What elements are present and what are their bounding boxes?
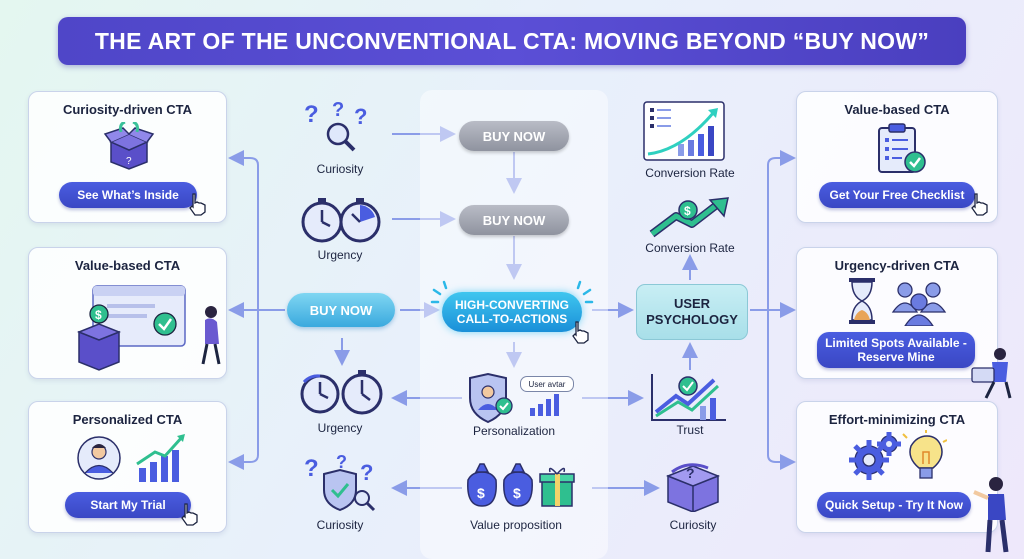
svg-text:?: ? (360, 460, 373, 485)
open-box-icon: ? (103, 120, 155, 175)
personalization-shield-user-icon (466, 372, 562, 429)
personalization-label: Personalization (472, 424, 556, 438)
conversion-chart-icon (642, 100, 726, 167)
card-value-based-cta-right: Value-based CTA Get Your Free Checklist (796, 91, 998, 223)
curiosity-label-top: Curiosity (316, 162, 364, 176)
card-curiosity-driven-cta: Curiosity-driven CTA ? See What’s Inside (28, 91, 227, 223)
trust-label: Trust (676, 423, 704, 437)
curiosity-label-bottom: Curiosity (316, 518, 364, 532)
curiosity-label-right: Curiosity (669, 518, 717, 532)
svg-text:?: ? (332, 99, 344, 121)
gears-lightbulb-icon (847, 430, 948, 489)
buy-now-pill-gray-2[interactable]: BUY NOW (459, 205, 569, 235)
stopwatch-pair-icon (298, 368, 386, 423)
svg-text:?: ? (354, 104, 367, 129)
buy-now-pill-gray-1[interactable]: BUY NOW (459, 121, 569, 151)
hourglass-group-icon (843, 276, 953, 331)
title-banner: THE ART OF THE UNCONVENTIONAL CTA: MOVIN… (58, 17, 966, 65)
trend-arrow-dollar-icon: $ (648, 196, 732, 243)
pointer-hand-icon (187, 192, 209, 221)
conversion-rate-label-1: Conversion Rate (645, 166, 735, 180)
person-with-laptop-illustration (964, 346, 1014, 405)
svg-text:?: ? (686, 465, 695, 481)
card-title: Personalized CTA (72, 412, 183, 427)
stopwatch-pair-icon (300, 196, 384, 251)
shield-question-icon: ? ? ? (302, 452, 382, 519)
value-proposition-label: Value proposition (470, 518, 562, 532)
svg-text:$: $ (95, 308, 102, 322)
glow-sparks-decoration (430, 280, 594, 349)
trust-chart-icon (648, 372, 728, 427)
user-avatar-tag: User avtar (520, 376, 574, 392)
card-title: Value-based CTA (844, 102, 950, 117)
mystery-box-icon: ? (664, 456, 722, 517)
pointer-hand-icon (570, 320, 592, 349)
page-title: THE ART OF THE UNCONVENTIONAL CTA: MOVIN… (94, 27, 930, 54)
reserve-mine-button[interactable]: Limited Spots Available - Reserve Mine (817, 332, 975, 368)
svg-text:?: ? (304, 101, 319, 128)
urgency-label-bottom: Urgency (317, 421, 363, 435)
svg-text:?: ? (126, 156, 132, 167)
high-converting-cta-button[interactable]: HIGH-CONVERTING CALL-TO-ACTIONS (442, 292, 582, 332)
buy-now-pill-blue[interactable]: BUY NOW (287, 293, 395, 327)
user-growth-chart-icon (75, 430, 195, 489)
card-title: Effort-minimizing CTA (828, 412, 966, 427)
urgency-label-top: Urgency (317, 248, 363, 262)
see-whats-inside-button[interactable]: See What’s Inside (59, 182, 197, 208)
svg-text:$: $ (513, 485, 521, 501)
money-bags-gift-icon: $ $ (462, 460, 576, 513)
card-title: Value-based CTA (74, 258, 181, 273)
box-and-checklist-illustration: $ (73, 282, 223, 379)
card-value-based-cta-left: Value-based CTA $ (28, 247, 227, 379)
card-personalized-cta: Personalized CTA Start My Trial (28, 401, 227, 533)
pointer-hand-icon (969, 192, 991, 221)
quick-setup-button[interactable]: Quick Setup - Try It Now (817, 492, 971, 518)
card-effort-minimizing-cta: Effort-minimizing CTA Quick Setup - Try … (796, 401, 998, 533)
clipboard-checklist-icon (873, 122, 927, 179)
pointer-hand-icon (179, 502, 201, 531)
user-psychology-box: USER PSYCHOLOGY (636, 284, 748, 340)
start-my-trial-button[interactable]: Start My Trial (65, 492, 191, 518)
card-urgency-driven-cta: Urgency-driven CTA Limited Spots Availab… (796, 247, 998, 379)
card-title: Urgency-driven CTA (834, 258, 960, 273)
svg-text:$: $ (477, 485, 485, 501)
question-magnifier-icon: ? ? ? (302, 98, 378, 157)
conversion-rate-label-2: Conversion Rate (645, 241, 735, 255)
svg-text:?: ? (336, 452, 347, 472)
svg-text:$: $ (684, 204, 691, 218)
pointing-person-illustration (972, 474, 1016, 559)
svg-text:?: ? (304, 455, 319, 482)
card-title: Curiosity-driven CTA (62, 102, 193, 117)
get-free-checklist-button[interactable]: Get Your Free Checklist (819, 182, 975, 208)
